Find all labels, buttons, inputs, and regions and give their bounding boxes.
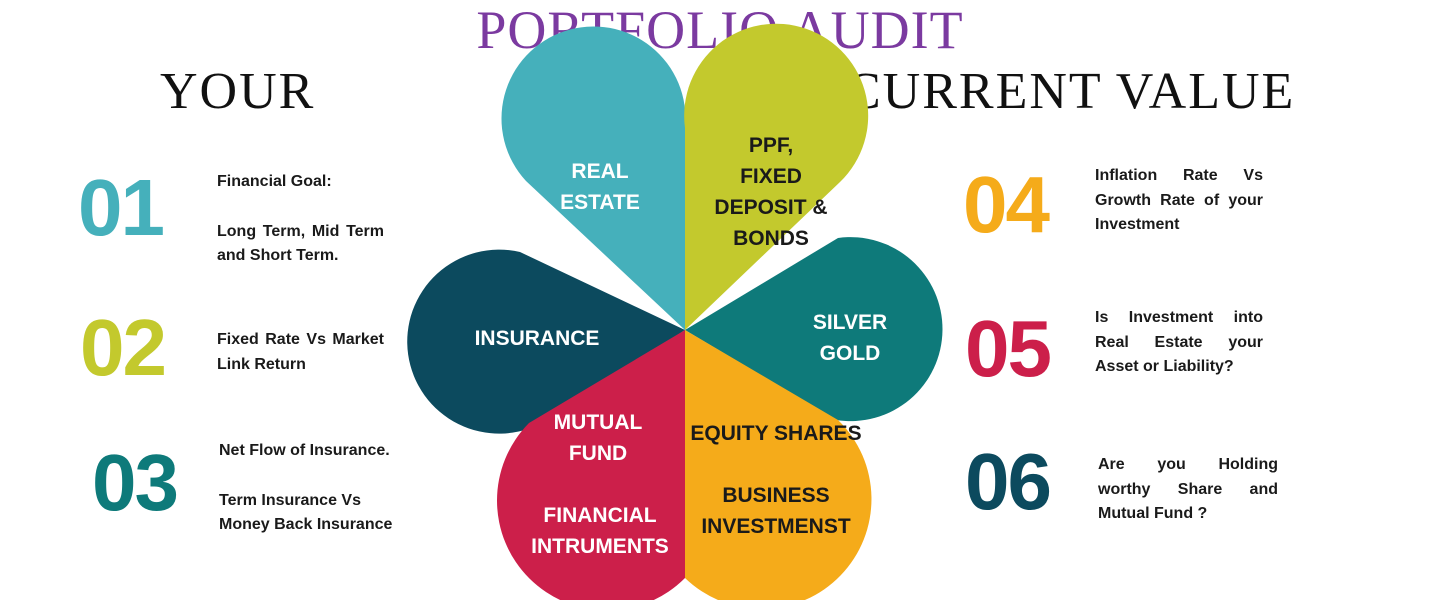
petal-real-estate: [501, 26, 686, 331]
petal-mutual-fund: [497, 330, 685, 600]
item-text-01: Financial Goal: Long Term, Mid Term and …: [217, 170, 384, 269]
petal-text: DEPOSIT &: [714, 196, 828, 219]
petal-text: INVESTMENST: [701, 515, 851, 538]
item-number-03: 03: [92, 438, 179, 527]
item-line: Are you Holding worthy Share and Mutual …: [1098, 456, 1278, 522]
item-text-06: Are you Holding worthy Share and Mutual …: [1098, 453, 1278, 527]
petal-label-real-estate: REAL ESTATE: [540, 156, 660, 218]
item-number-06: 06: [965, 437, 1052, 526]
heading-left: YOUR: [160, 63, 316, 120]
petal-label-insurance: INSURANCE: [457, 323, 617, 354]
item-line: Inflation Rate Vs Growth Rate of your In…: [1095, 167, 1263, 233]
petal-text: BUSINESS: [722, 484, 830, 507]
item-number-01: 01: [78, 163, 165, 252]
item-number-04: 04: [963, 160, 1050, 249]
petal-text: ESTATE: [560, 191, 640, 214]
petal-text: GOLD: [819, 342, 881, 365]
item-line: Term Insurance Vs Money Back Insurance: [219, 491, 393, 534]
item-line: Financial Goal:: [217, 173, 332, 190]
petal-text: EQUITY SHARES: [690, 422, 862, 445]
item-number-02: 02: [80, 303, 167, 392]
heading-right: CURRENT VALUE: [846, 63, 1296, 120]
petal-text: FIXED: [740, 165, 802, 188]
petal-text: FINANCIAL: [543, 504, 657, 527]
petal-text: INSURANCE: [474, 327, 600, 350]
item-line: Fixed Rate Vs Market Link Return: [217, 331, 384, 373]
petal-text: SILVER: [812, 311, 888, 334]
petal-text: BONDS: [733, 227, 809, 250]
petal-label-business: BUSINESS INVESTMENST: [686, 480, 866, 542]
petal-label-equity: EQUITY SHARES: [686, 418, 866, 449]
petal-label-financial: FINANCIAL INTRUMENTS: [515, 500, 685, 562]
item-text-05: Is Investment into Real Estate your Asse…: [1095, 306, 1263, 380]
item-line: Net Flow of Insurance.: [219, 442, 390, 459]
item-text-04: Inflation Rate Vs Growth Rate of your In…: [1095, 164, 1263, 238]
petal-label-mutual-fund: MUTUAL FUND: [538, 407, 658, 469]
petal-text: FUND: [568, 442, 628, 465]
item-line: Long Term, Mid Term and Short Term.: [217, 222, 384, 265]
petal-text: INTRUMENTS: [531, 535, 669, 558]
petal-text: MUTUAL: [553, 411, 643, 434]
petal-silver-gold: [685, 237, 943, 422]
item-text-02: Fixed Rate Vs Market Link Return: [217, 328, 384, 377]
petal-label-ppf: PPF, FIXED DEPOSIT & BONDS: [686, 130, 856, 254]
petal-label-silver-gold: SILVER GOLD: [790, 307, 910, 369]
item-line: Is Investment into Real Estate your Asse…: [1095, 309, 1263, 375]
petal-text: PPF,: [748, 134, 794, 157]
petal-insurance: [407, 249, 685, 434]
petal-equity: [685, 330, 872, 600]
item-number-05: 05: [965, 304, 1052, 393]
item-text-03: Net Flow of Insurance. Term Insurance Vs…: [219, 439, 415, 538]
petal-text: REAL: [571, 160, 629, 183]
petal-ppf: [684, 23, 869, 330]
